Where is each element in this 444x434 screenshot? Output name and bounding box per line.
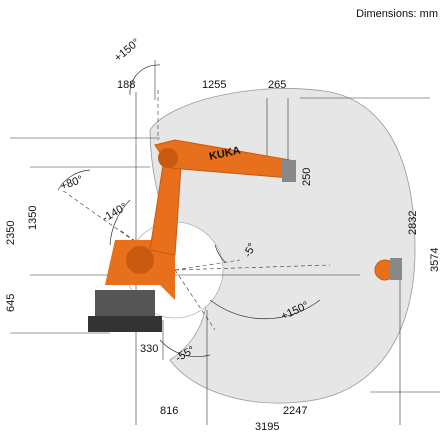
dim-645: 645	[5, 294, 17, 312]
dim-1255: 1255	[202, 79, 226, 91]
dim-2832: 2832	[407, 211, 419, 235]
dim-2350: 2350	[5, 221, 17, 245]
dim-265: 265	[268, 79, 286, 91]
dim-3195: 3195	[255, 421, 279, 433]
dim-250: 250	[301, 168, 313, 186]
angle-plus80: +80°	[59, 174, 85, 193]
angle-arcs	[57, 64, 321, 357]
dim-3574: 3574	[429, 248, 441, 272]
dim-816: 816	[160, 405, 178, 417]
dim-2247: 2247	[283, 405, 307, 417]
angle-plus150-top: +150°	[112, 36, 142, 64]
dim-330: 330	[140, 343, 158, 355]
angle-minus5: -5°	[242, 241, 259, 259]
angle-minus140: -140°	[101, 201, 130, 225]
robot-arm	[88, 139, 402, 332]
dim-1350: 1350	[27, 206, 39, 230]
dim-188: 188	[117, 79, 135, 91]
units-note: Dimensions: mm	[356, 8, 438, 20]
